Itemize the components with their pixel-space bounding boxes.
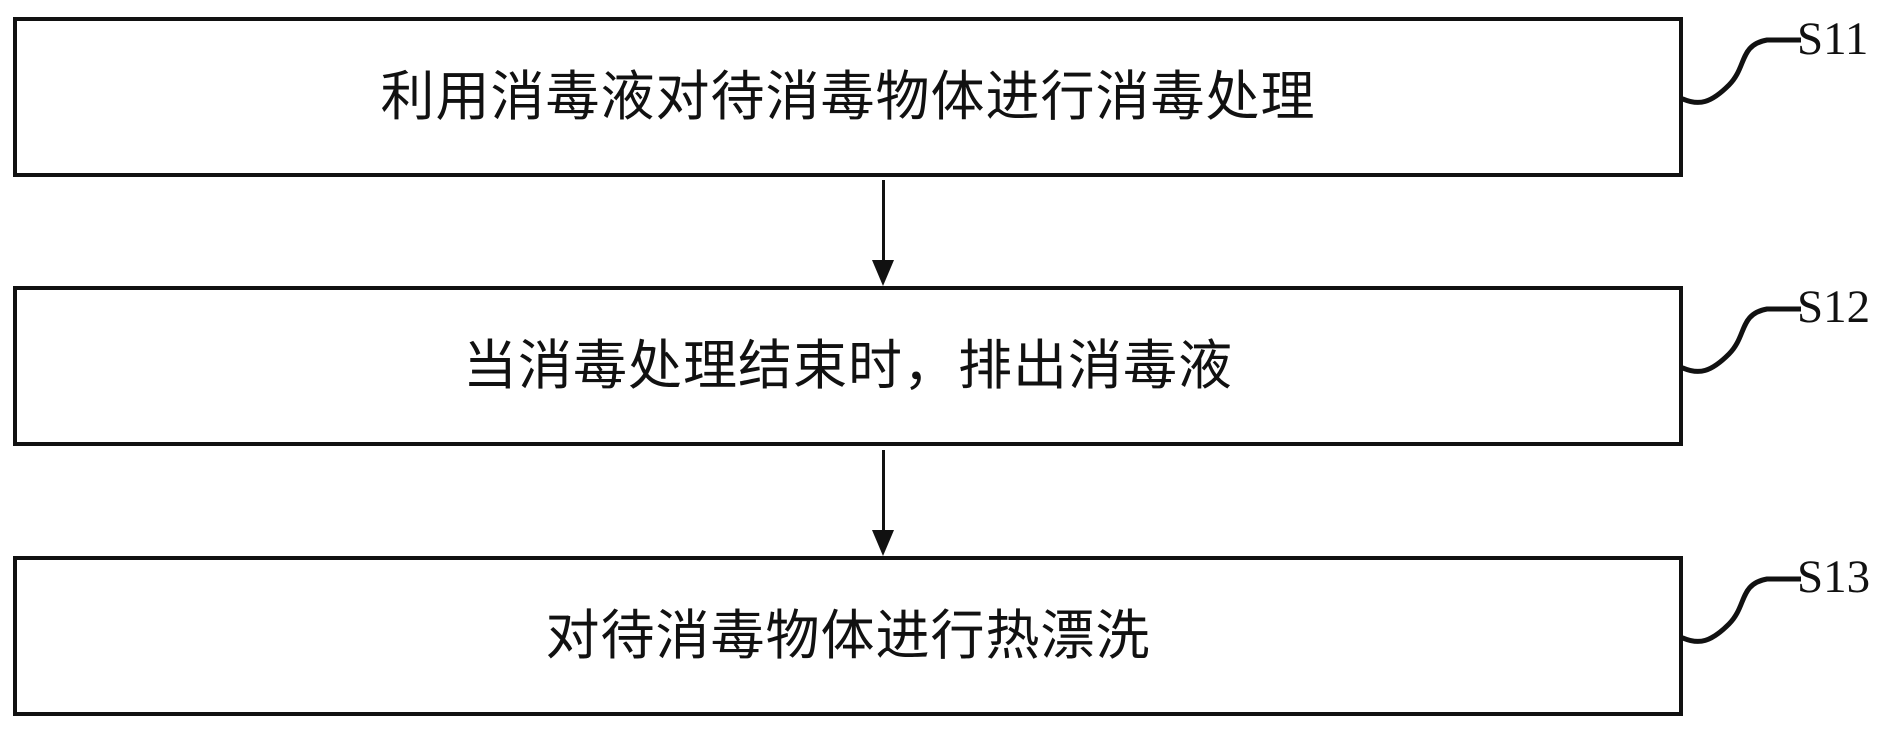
flow-step-box-2: 当消毒处理结束时，排出消毒液 [13,286,1683,446]
connector-curve-2 [1683,306,1801,374]
arrow-head [872,260,894,286]
flow-step-text-2: 当消毒处理结束时，排出消毒液 [463,335,1233,396]
step-label-s13: S13 [1797,551,1871,603]
step-label-s12: S12 [1797,281,1871,333]
flow-step-text-3: 对待消毒物体进行热漂洗 [545,605,1151,666]
flow-step-box-3: 对待消毒物体进行热漂洗 [13,556,1683,716]
connector-curve-1 [1683,37,1801,105]
arrow-stem [881,450,885,532]
step-label-s11: S11 [1797,13,1869,65]
flow-step-text-1: 利用消毒液对待消毒物体进行消毒处理 [380,66,1316,127]
arrow-down-icon-1 [872,180,894,286]
connector-curve-3 [1683,576,1801,644]
arrow-down-icon-2 [872,450,894,556]
arrow-head [872,530,894,556]
flow-step-box-1: 利用消毒液对待消毒物体进行消毒处理 [13,17,1683,177]
arrow-stem [881,180,885,262]
